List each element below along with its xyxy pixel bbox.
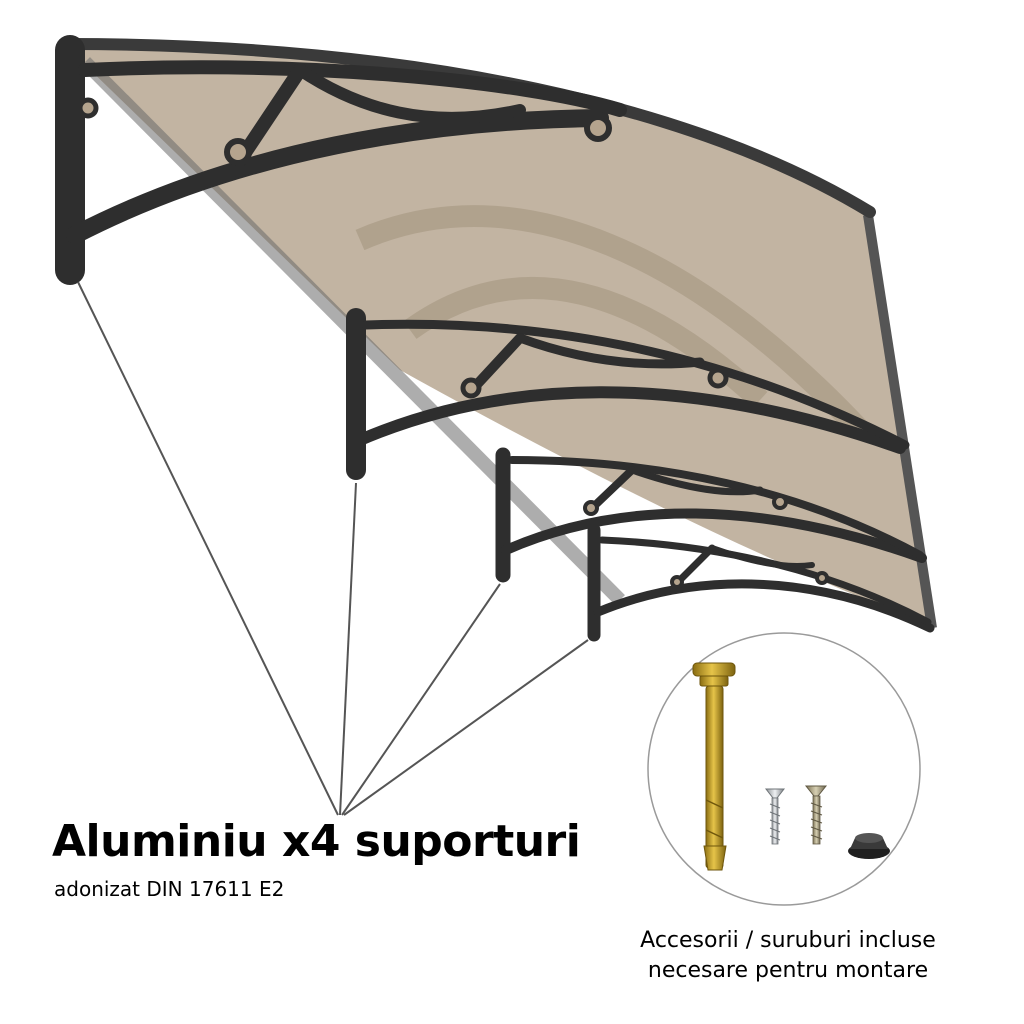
accessories-caption: Accesorii / suruburi incluse necesare pe… (578, 926, 998, 985)
subtitle: adonizat DIN 17611 E2 (54, 877, 285, 901)
canopy-bracket-icon (587, 523, 935, 642)
anchor-bolt-icon (692, 662, 736, 871)
ghost-brackets (355, 205, 869, 438)
bolt-cap-icon (848, 833, 890, 859)
leader-lines (77, 281, 589, 816)
canopy-bracket-icon (495, 447, 927, 583)
accessories-line-2: necesare pentru montare (647, 957, 929, 983)
accessories-inset (647, 632, 921, 906)
canopy-bracket-icon (346, 308, 910, 480)
canopy-bracket-icon (55, 35, 627, 285)
screw-icon (764, 788, 786, 845)
accessories-line-1: Accesorii / suruburi incluse (640, 928, 936, 953)
screw-icon (804, 785, 828, 845)
main-title: Aluminiu x4 suporturi (52, 816, 581, 867)
